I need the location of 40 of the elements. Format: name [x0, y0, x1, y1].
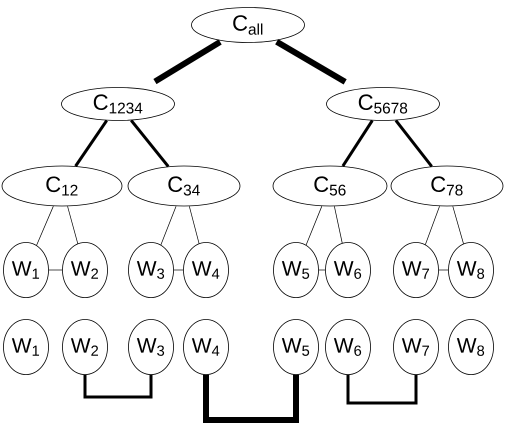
word-node: W$_{5}$ [273, 319, 319, 375]
word-node: W$_{7}$ [393, 319, 439, 375]
connector-line [74, 120, 108, 167]
word-node: W$_{6}$ [325, 242, 371, 298]
word-node: W$_{1}$ [3, 242, 49, 298]
ellipse-node: C$_{78}$ [390, 166, 504, 206]
connector-line [334, 206, 343, 244]
word-node: W$_{2}$ [62, 319, 108, 375]
connector-line [67, 206, 78, 244]
connector-line [84, 374, 152, 398]
connector-line [275, 39, 347, 84]
word-node: W$_{8}$ [448, 319, 494, 375]
connector-line [130, 120, 170, 168]
word-node: W$_{3}$ [128, 242, 174, 298]
ellipse-node: C$_{12}$ [2, 166, 122, 206]
connector-line [306, 206, 322, 246]
word-node: W$_{4}$ [183, 242, 229, 298]
word-node: W$_{2}$ [62, 242, 108, 298]
connector-line [160, 206, 176, 246]
connector-line [425, 206, 440, 245]
word-node: W$_{5}$ [273, 242, 319, 298]
word-node: W$_{6}$ [325, 319, 371, 375]
ellipse-node: C$_{all}$ [191, 7, 305, 43]
ellipse-node: C$_{56}$ [272, 166, 388, 206]
ellipse-node: C$_{5678}$ [326, 87, 440, 121]
word-node: W$_{8}$ [448, 242, 494, 298]
connector-line [203, 374, 299, 423]
connector-line [346, 374, 418, 404]
connector-line [342, 120, 374, 167]
connector-line [188, 206, 200, 244]
connector-line [452, 206, 464, 244]
connector-line [36, 206, 54, 246]
ellipse-node: C$_{1234}$ [61, 87, 175, 121]
word-node: W$_{3}$ [128, 319, 174, 375]
word-node: W$_{1}$ [3, 319, 49, 375]
word-node: W$_{7}$ [393, 242, 439, 298]
connector-line [394, 120, 433, 168]
ellipse-node: C$_{34}$ [128, 166, 240, 206]
connector-line [153, 39, 222, 84]
word-node: W$_{4}$ [183, 319, 229, 375]
